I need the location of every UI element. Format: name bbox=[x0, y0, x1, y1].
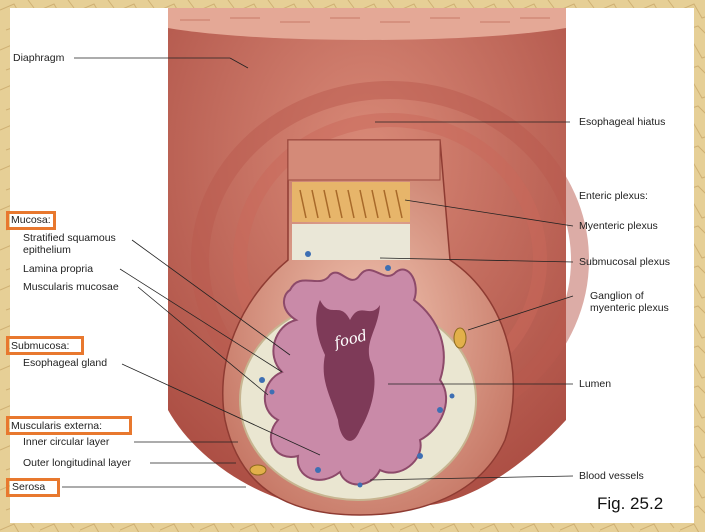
diaphragm-serosa bbox=[168, 8, 566, 40]
label-stratified-squamous: Stratified squamous epithelium bbox=[23, 232, 116, 256]
ganglion bbox=[453, 327, 467, 349]
muscularis-externa-highlight bbox=[6, 416, 132, 435]
label-mucosa: Mucosa: bbox=[11, 214, 51, 226]
serosa-highlight bbox=[6, 478, 60, 497]
label-myenteric-plexus: Myenteric plexus bbox=[579, 220, 658, 232]
label-muscularis-mucosae: Muscularis mucosae bbox=[23, 281, 119, 293]
label-lumen: Lumen bbox=[579, 378, 612, 390]
label-outer-longitudinal: Outer longitudinal layer bbox=[23, 457, 131, 469]
esophagus-top-muscle bbox=[287, 139, 441, 181]
label-enteric-plexus: Enteric plexus: bbox=[579, 190, 648, 202]
label-esophageal-hiatus: Esophageal hiatus bbox=[579, 116, 666, 128]
label-submucosal-plexus: Submucosal plexus bbox=[579, 256, 671, 268]
submucosa-band bbox=[292, 224, 410, 260]
label-blood-vessels: Blood vessels bbox=[579, 470, 644, 482]
submucosa-highlight bbox=[6, 336, 84, 355]
label-muscularis-externa: Muscularis externa: bbox=[11, 420, 103, 432]
label-lamina-propria: Lamina propria bbox=[23, 263, 94, 275]
label-inner-circular: Inner circular layer bbox=[23, 436, 110, 448]
label-serosa: Serosa bbox=[12, 481, 46, 493]
figure-number: Fig. 25.2 bbox=[597, 494, 664, 513]
label-esophageal-gland: Esophageal gland bbox=[23, 357, 108, 369]
label-ganglion: Ganglion of myenteric plexus bbox=[590, 290, 669, 314]
lumen bbox=[316, 300, 380, 441]
mucosa-highlight bbox=[6, 211, 56, 230]
label-diaphragm: Diaphragm bbox=[13, 52, 65, 64]
label-submucosa: Submucosa: bbox=[11, 340, 70, 352]
